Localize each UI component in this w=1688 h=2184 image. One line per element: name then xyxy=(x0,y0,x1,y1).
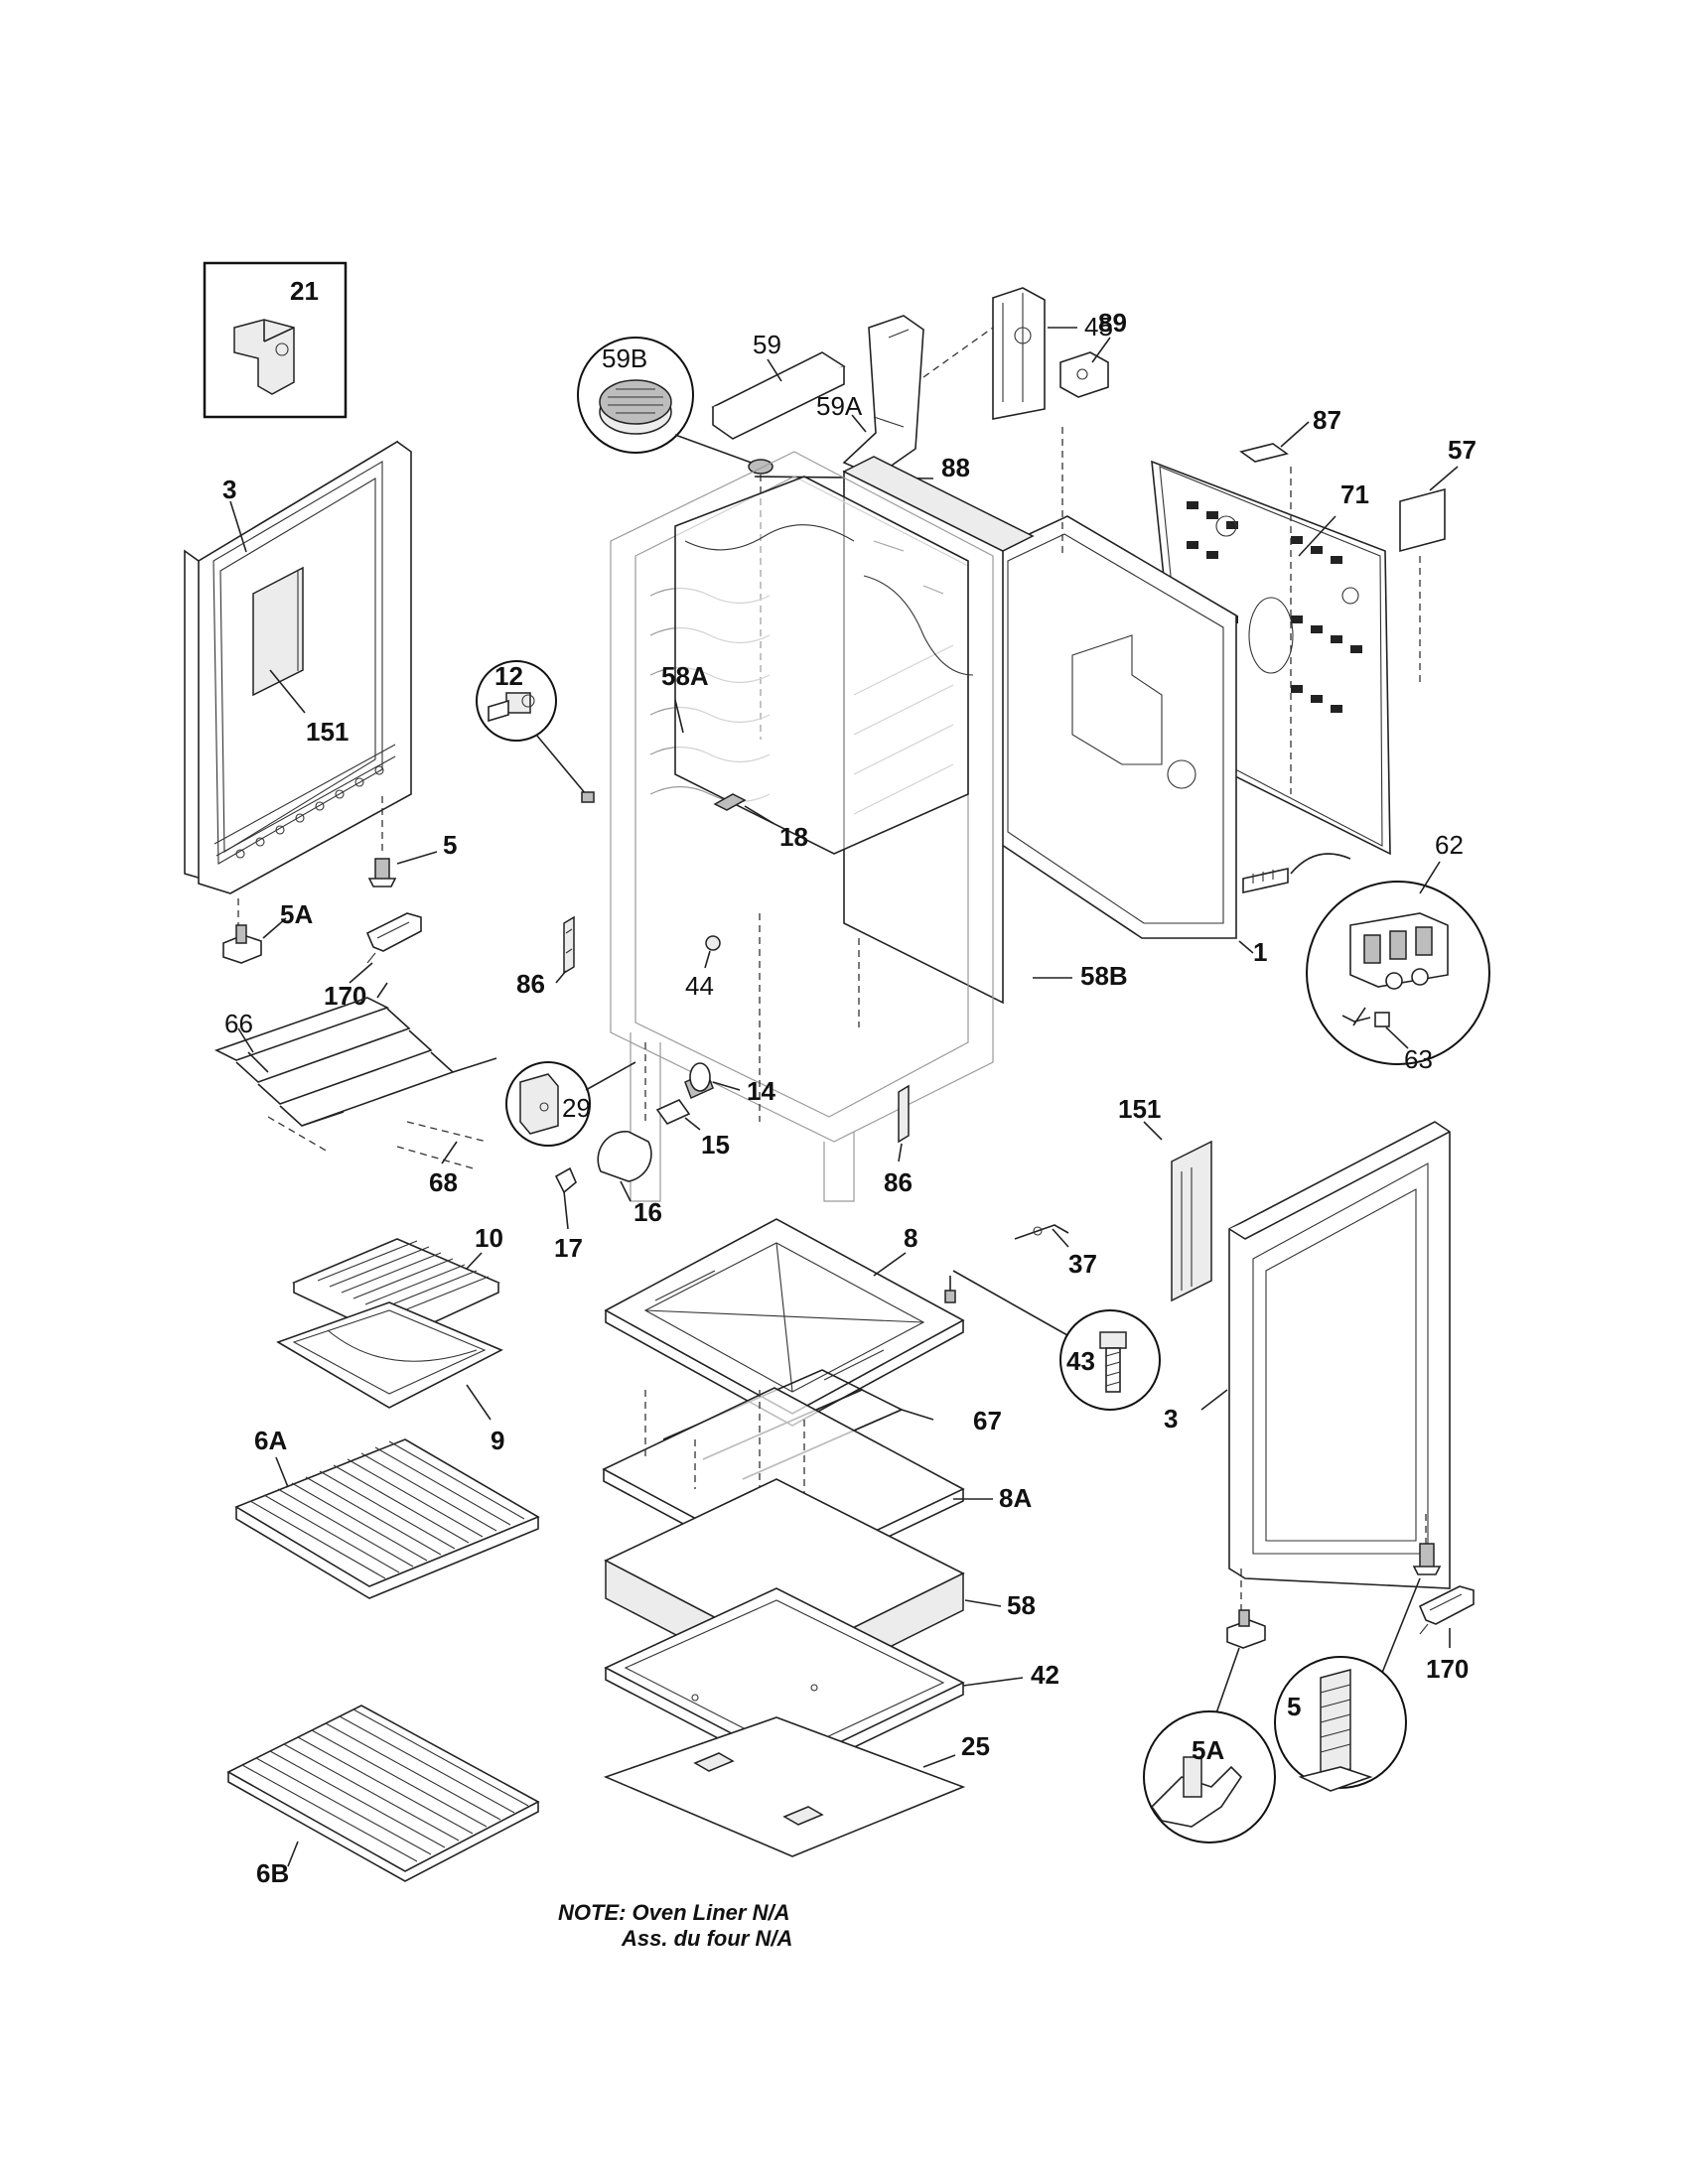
label-88: 88 xyxy=(941,453,970,482)
left-door: 3 151 xyxy=(184,440,412,894)
label-8: 8 xyxy=(904,1223,917,1253)
light-assembly: 29 14 15 16 17 xyxy=(505,1061,775,1263)
label-3-left-door: 3 xyxy=(222,475,236,504)
label-63: 63 xyxy=(1404,1044,1433,1074)
label-1: 1 xyxy=(1253,937,1267,967)
oven-rack-6B: 6B xyxy=(226,1705,540,1888)
part-21-inset: 21 xyxy=(203,261,348,419)
label-68: 68 xyxy=(429,1167,458,1197)
label-9: 9 xyxy=(491,1426,504,1455)
label-18: 18 xyxy=(779,822,808,852)
label-86-left: 86 xyxy=(516,969,545,999)
bake-element: 66 68 xyxy=(213,982,497,1197)
label-25: 25 xyxy=(961,1731,990,1761)
label-3-right-door: 3 xyxy=(1164,1404,1178,1433)
label-43: 43 xyxy=(1066,1346,1095,1376)
label-14: 14 xyxy=(747,1076,775,1106)
label-62: 62 xyxy=(1435,830,1464,860)
label-170-right: 170 xyxy=(1426,1654,1469,1684)
label-66: 66 xyxy=(224,1009,253,1038)
sensor-12: 12 xyxy=(476,660,595,803)
note-line-2: Ass. du four N/A xyxy=(621,1926,792,1951)
label-58B: 58B xyxy=(1080,961,1128,991)
oven-rack-6A: 6A xyxy=(234,1426,540,1599)
label-15: 15 xyxy=(701,1130,730,1160)
screw-43: 43 xyxy=(944,1270,1161,1411)
right-door: 151 3 37 5A 5 170 xyxy=(1014,1094,1475,1843)
label-6B: 6B xyxy=(256,1858,289,1888)
terminal-block: 62 63 xyxy=(1242,830,1490,1074)
oven-cavity: 58A 18 44 xyxy=(610,451,994,1202)
label-57: 57 xyxy=(1448,435,1477,465)
bottom-stack: 8 67 8A 58 42 25 xyxy=(602,1218,1059,1857)
label-67: 67 xyxy=(973,1406,1002,1435)
label-59A: 59A xyxy=(816,391,863,421)
label-89: 89 xyxy=(1098,308,1127,338)
hinge-receptacle-86-right: 86 xyxy=(884,1084,913,1197)
label-151-right: 151 xyxy=(1118,1094,1161,1124)
label-44: 44 xyxy=(685,971,714,1001)
note: NOTE: Oven Liner N/A Ass. du four N/A xyxy=(558,1900,792,1951)
label-12: 12 xyxy=(494,661,523,691)
label-16: 16 xyxy=(633,1197,662,1227)
label-87: 87 xyxy=(1313,405,1341,435)
label-42: 42 xyxy=(1031,1660,1059,1690)
label-17: 17 xyxy=(554,1233,583,1263)
label-58A: 58A xyxy=(661,661,709,691)
label-10: 10 xyxy=(475,1223,503,1253)
label-21: 21 xyxy=(290,276,319,306)
note-line-1: NOTE: Oven Liner N/A xyxy=(558,1900,789,1925)
label-58: 58 xyxy=(1007,1590,1036,1620)
label-5A-top: 5A xyxy=(280,899,313,929)
label-6A: 6A xyxy=(254,1426,287,1455)
label-45: 45 xyxy=(1084,312,1113,341)
label-8A: 8A xyxy=(999,1483,1032,1513)
label-37: 37 xyxy=(1068,1249,1097,1279)
label-151-top: 151 xyxy=(306,717,349,747)
hinge-receptacle-86-left: 86 xyxy=(516,915,575,999)
label-86-right: 86 xyxy=(884,1167,913,1197)
broiler-pan: 10 9 xyxy=(276,1223,504,1455)
label-29: 29 xyxy=(562,1093,591,1123)
label-59: 59 xyxy=(753,330,781,359)
label-71: 71 xyxy=(1340,479,1369,509)
label-5-top: 5 xyxy=(443,830,457,860)
back-panel: 89 88 1 xyxy=(754,308,1267,967)
label-5A-bottom: 5A xyxy=(1192,1735,1224,1765)
label-5-bottom: 5 xyxy=(1287,1692,1301,1721)
left-hardware: 5 5A 170 xyxy=(222,796,457,1011)
label-59B: 59B xyxy=(602,343,647,373)
